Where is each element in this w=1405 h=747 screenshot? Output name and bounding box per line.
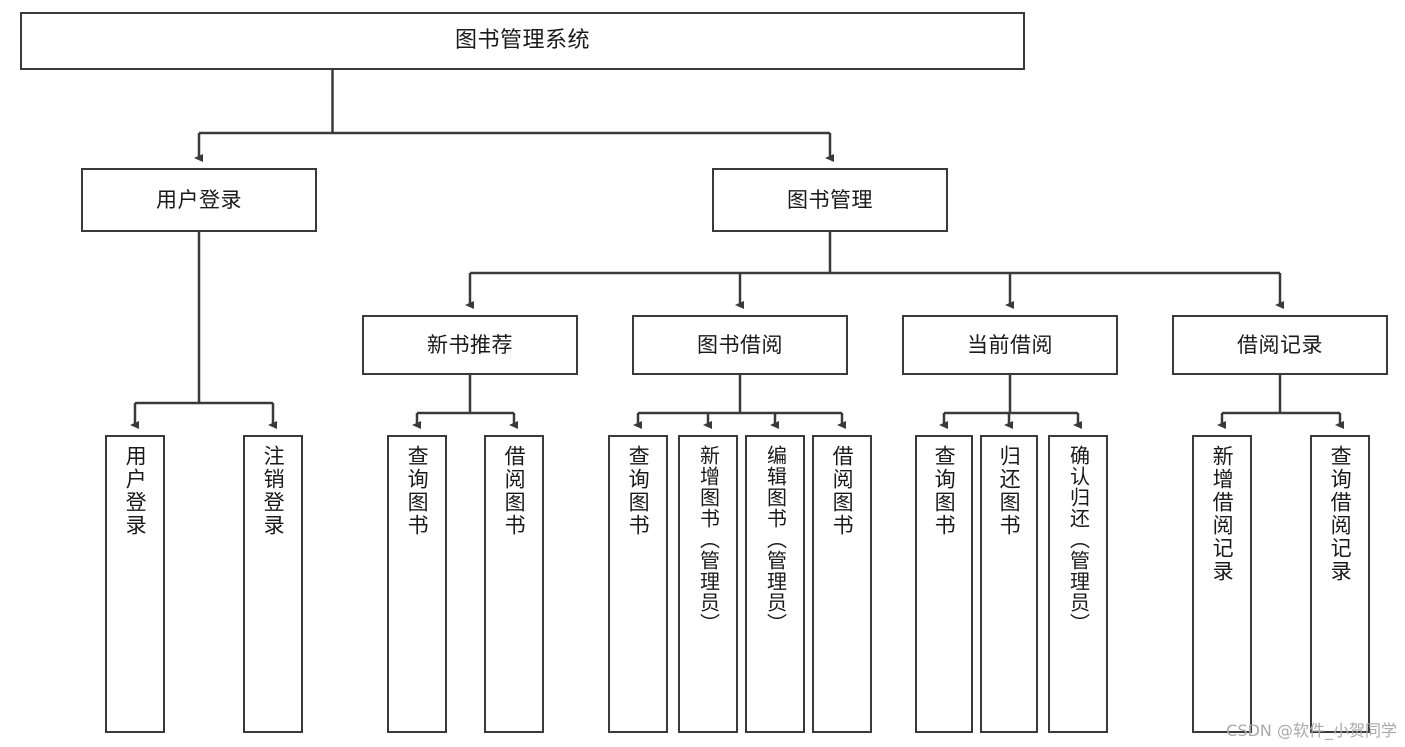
node-label: 借阅记录 <box>1237 332 1323 357</box>
node-label: 借阅图书 <box>502 445 527 537</box>
node-leaf-return-book: 归还图书 <box>980 435 1038 733</box>
node-label: 新增图书（管理员） <box>696 445 721 634</box>
node-leaf-edit-book-admin: 编辑图书（管理员） <box>745 435 805 733</box>
node-label: 图书管理系统 <box>454 28 590 54</box>
node-label: 查询图书 <box>626 445 651 537</box>
node-leaf-add-borrow-record: 新增借阅记录 <box>1192 435 1252 733</box>
node-label: 查询图书 <box>932 445 957 537</box>
node-label: 图书借阅 <box>697 332 783 357</box>
node-leaf-user-login: 用户登录 <box>105 435 165 733</box>
node-leaf-query-borrow-record: 查询借阅记录 <box>1310 435 1370 733</box>
node-leaf-query-book-1: 查询图书 <box>387 435 447 733</box>
node-label: 用户登录 <box>156 187 242 212</box>
node-label: 查询借阅记录 <box>1328 445 1353 583</box>
node-root: 图书管理系统 <box>20 12 1025 70</box>
node-leaf-add-book-admin: 新增图书（管理员） <box>678 435 738 733</box>
node-user-login: 用户登录 <box>81 168 317 232</box>
node-label: 查询图书 <box>405 445 430 537</box>
node-label: 注销登录 <box>261 445 286 537</box>
node-label: 借阅图书 <box>830 445 855 537</box>
node-label: 图书管理 <box>787 187 873 212</box>
node-label: 编辑图书（管理员） <box>763 445 788 634</box>
node-label: 归还图书 <box>997 445 1022 537</box>
node-book-management: 图书管理 <box>712 168 948 232</box>
node-current-borrow: 当前借阅 <box>902 315 1118 375</box>
node-leaf-borrow-book-1: 借阅图书 <box>484 435 544 733</box>
node-label: 确认归还（管理员） <box>1066 445 1091 634</box>
node-label: 当前借阅 <box>967 332 1053 357</box>
node-leaf-query-book-3: 查询图书 <box>915 435 973 733</box>
node-label: 新增借阅记录 <box>1210 445 1235 583</box>
node-book-borrow: 图书借阅 <box>632 315 848 375</box>
node-leaf-confirm-return-admin: 确认归还（管理员） <box>1048 435 1108 733</box>
node-label: 用户登录 <box>123 445 148 537</box>
node-new-book-recommend: 新书推荐 <box>362 315 578 375</box>
node-leaf-query-book-2: 查询图书 <box>608 435 668 733</box>
node-leaf-borrow-book-2: 借阅图书 <box>812 435 872 733</box>
node-leaf-logout-login: 注销登录 <box>243 435 303 733</box>
watermark: CSDN @软件_小贺同学 <box>1226 721 1397 740</box>
node-label: 新书推荐 <box>427 332 513 357</box>
node-borrow-record: 借阅记录 <box>1172 315 1388 375</box>
